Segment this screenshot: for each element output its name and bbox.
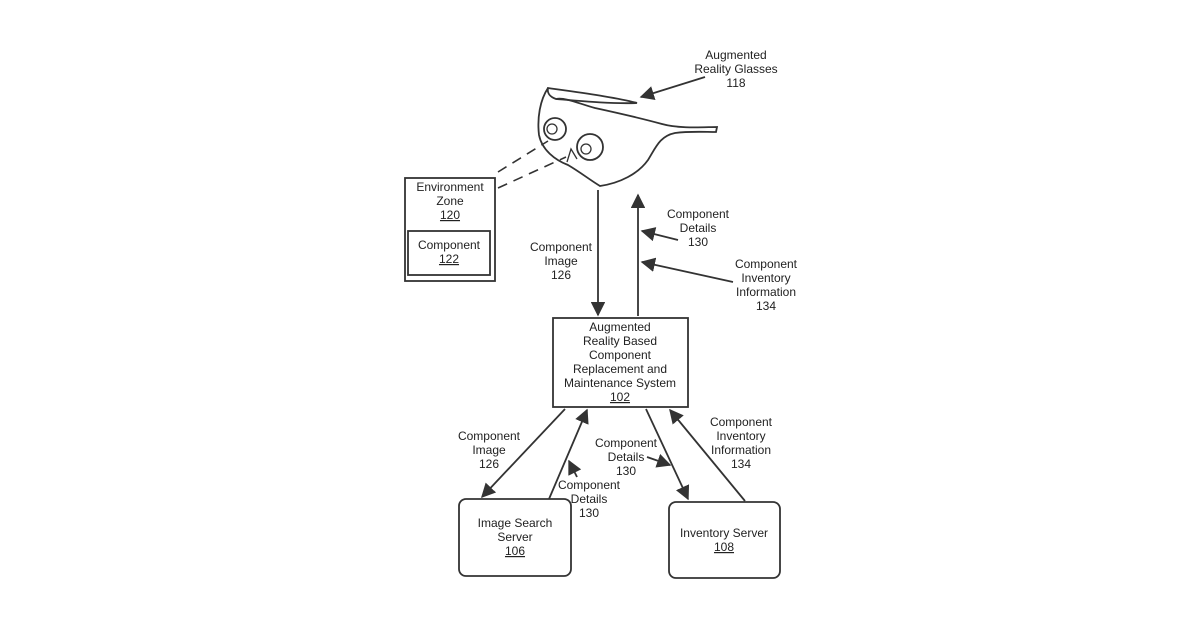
flow-label-component-image-upper: Component Image 126 (530, 240, 593, 282)
svg-text:120: 120 (440, 208, 460, 222)
glasses-pointer-arrow (641, 77, 705, 97)
svg-text:Inventory: Inventory (716, 429, 765, 443)
svg-text:Information: Information (711, 443, 771, 457)
svg-text:Component: Component (595, 436, 658, 450)
svg-text:106: 106 (505, 544, 525, 558)
svg-text:Component: Component (589, 348, 652, 362)
svg-text:Reality Based: Reality Based (583, 334, 657, 348)
svg-text:Reality Glasses: Reality Glasses (694, 62, 777, 76)
component-details-image-server-pointer (569, 461, 577, 477)
svg-text:Replacement and: Replacement and (573, 362, 667, 376)
svg-text:Augmented: Augmented (589, 320, 650, 334)
ar-glasses-drawing (538, 88, 717, 186)
component-details-arrow-to-inventory-server (646, 409, 688, 499)
svg-text:Inventory Server: Inventory Server (680, 526, 768, 540)
svg-text:122: 122 (439, 252, 459, 266)
view-line-upper (498, 141, 548, 172)
svg-text:Details: Details (608, 450, 645, 464)
svg-text:Information: Information (736, 285, 796, 299)
svg-text:Component: Component (458, 429, 521, 443)
svg-text:Component: Component (735, 257, 798, 271)
glasses-label: Augmented Reality Glasses 118 (694, 48, 777, 90)
svg-text:130: 130 (579, 506, 599, 520)
svg-text:Details: Details (680, 221, 717, 235)
svg-text:Image: Image (544, 254, 578, 268)
svg-text:118: 118 (726, 76, 745, 90)
svg-text:126: 126 (551, 268, 571, 282)
svg-text:102: 102 (610, 390, 630, 404)
inventory-info-pointer (642, 262, 733, 282)
svg-text:Zone: Zone (436, 194, 464, 208)
svg-text:Augmented: Augmented (705, 48, 766, 62)
flow-label-component-details-upper: Component Details 130 (667, 207, 730, 249)
component-details-pointer (642, 231, 678, 240)
svg-text:Details: Details (571, 492, 608, 506)
svg-text:Server: Server (497, 530, 532, 544)
svg-text:Image Search: Image Search (478, 516, 553, 530)
svg-text:126: 126 (479, 457, 499, 471)
flow-label-inventory-info-upper: Component Inventory Information 134 (735, 257, 798, 313)
svg-text:108: 108 (714, 540, 734, 554)
svg-text:Inventory: Inventory (741, 271, 790, 285)
svg-text:Maintenance System: Maintenance System (564, 376, 676, 390)
svg-text:Image: Image (472, 443, 506, 457)
svg-text:Component: Component (418, 238, 481, 252)
svg-text:Component: Component (667, 207, 730, 221)
svg-text:134: 134 (756, 299, 776, 313)
flow-label-inventory-info-lower: Component Inventory Information 134 (710, 415, 773, 471)
svg-text:130: 130 (688, 235, 708, 249)
svg-text:Component: Component (530, 240, 593, 254)
view-line-lower (498, 157, 566, 188)
svg-text:Environment: Environment (416, 180, 484, 194)
svg-text:Component: Component (710, 415, 773, 429)
svg-text:134: 134 (731, 457, 751, 471)
svg-text:130: 130 (616, 464, 636, 478)
svg-text:Component: Component (558, 478, 621, 492)
component-details-inventory-pointer (647, 457, 670, 465)
